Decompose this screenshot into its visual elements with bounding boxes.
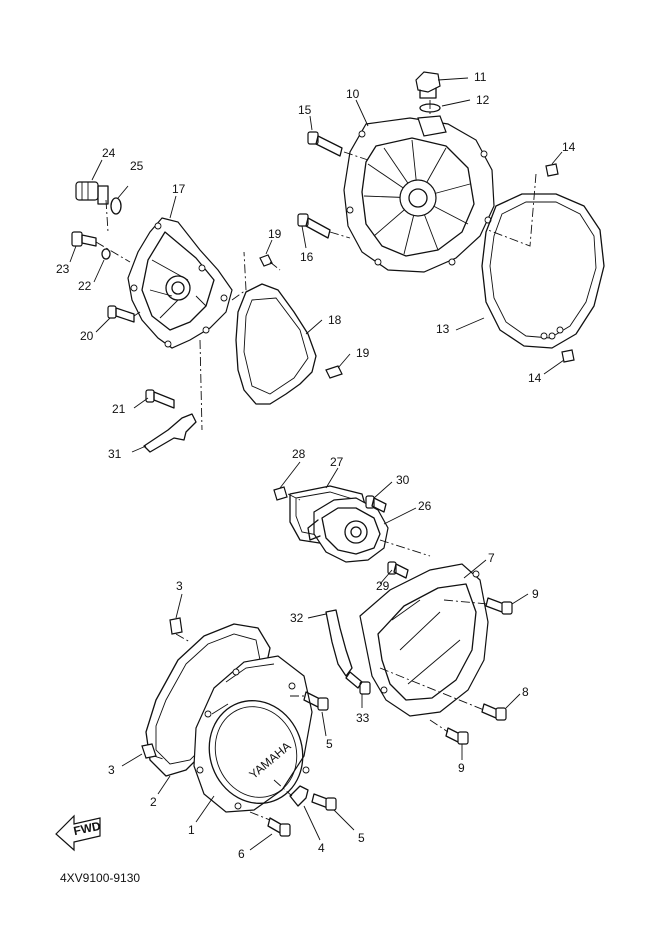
- bolt-29: [387, 561, 409, 579]
- bolt-21: [145, 389, 175, 409]
- bolt-33: [345, 671, 371, 695]
- bolt-6: [267, 817, 291, 837]
- diagram-code: 4XV9100-9130: [60, 871, 140, 885]
- clutch-cover-10: [343, 115, 495, 273]
- bolt-5-lower: [311, 793, 337, 811]
- dowel-3-upper: [169, 617, 183, 635]
- bolt-9-upper: [485, 597, 513, 615]
- bolt-16: [297, 213, 331, 239]
- dowel-3-lower: [141, 743, 157, 759]
- dowel-14-lower: [561, 349, 575, 363]
- washer-22: [101, 248, 111, 260]
- water-pump-26: [307, 497, 389, 563]
- bolt-30: [365, 495, 387, 513]
- generator-cover-1: YAMAHA: [193, 655, 313, 813]
- bolt-8: [481, 703, 507, 721]
- bolt-15: [307, 131, 343, 157]
- bolt-23: [71, 231, 97, 247]
- fwd-label: FWD: [72, 819, 102, 838]
- dowel-19-lower: [325, 365, 343, 379]
- clamp-4: [289, 785, 309, 807]
- gasket-18: [235, 283, 317, 405]
- sprocket-cover-7: [359, 563, 489, 717]
- filler-cap-11: [415, 71, 441, 99]
- bracket-32: [325, 609, 353, 677]
- oring-25: [110, 197, 122, 215]
- pin-28: [273, 486, 288, 501]
- bolt-20: [107, 305, 135, 323]
- bolt-9-lower: [445, 727, 469, 745]
- dowel-14-upper: [545, 163, 559, 177]
- gasket-13: [481, 193, 605, 349]
- pump-cover-17: [127, 217, 233, 349]
- plug-24: [75, 181, 109, 205]
- dowel-19-upper: [259, 254, 273, 267]
- bolt-5-upper: [303, 691, 329, 711]
- bracket-31: [143, 413, 197, 453]
- fwd-arrow-icon: FWD: [55, 814, 102, 852]
